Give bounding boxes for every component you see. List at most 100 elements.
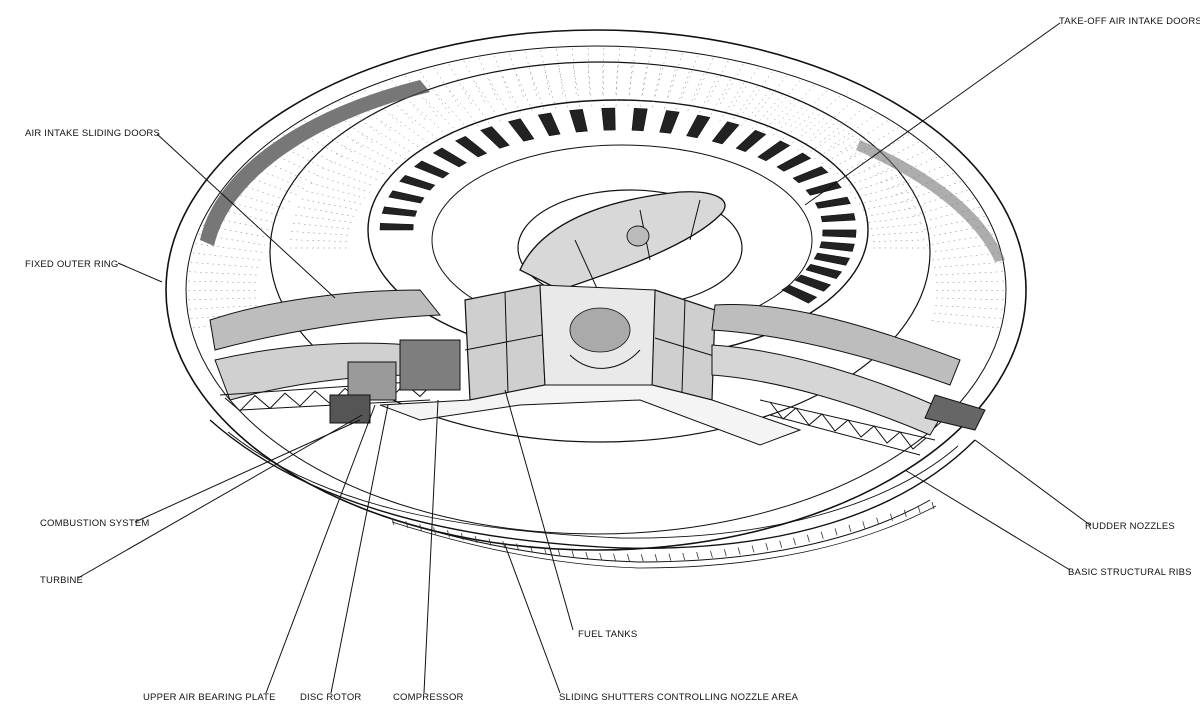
intake-door-slot (782, 285, 817, 303)
label-combustion-system: COMBUSTION SYSTEM (40, 518, 150, 529)
surface-hatch-line (806, 127, 849, 155)
surface-hatch-line (298, 207, 355, 216)
surface-hatch-line (932, 253, 999, 260)
intake-door-slot (570, 109, 588, 132)
surface-hatch-line (720, 83, 744, 121)
surface-hatch-line (780, 109, 818, 141)
surface-hatch-line (344, 146, 392, 169)
shutter-tick (724, 549, 726, 556)
surface-hatch-line (935, 272, 1003, 275)
surface-hatch-line (810, 102, 853, 138)
surface-hatch-line (640, 67, 647, 109)
surface-hatch-line (191, 262, 259, 267)
outer-rim-shade-right (856, 140, 1005, 262)
surface-hatch-line (936, 281, 1004, 283)
leader-disc-rotor (331, 405, 388, 693)
leader-outer-ring (118, 263, 162, 282)
surface-hatch-line (870, 223, 927, 229)
surface-hatch-line (463, 86, 490, 123)
shutter-tick (683, 553, 685, 560)
surface-hatch-line (329, 161, 380, 181)
surface-hatch-line (414, 104, 450, 137)
surface-hatch-line (771, 104, 807, 137)
surface-hatch-line (868, 215, 925, 223)
leader-fuel-tanks (505, 390, 573, 630)
label-air-intake-sliding-doors: AIR INTAKE SLIDING DOORS (25, 128, 160, 139)
intake-door-slot (821, 213, 855, 221)
intake-door-slot (820, 242, 855, 252)
surface-hatch-line (936, 298, 1004, 300)
label-disc-rotor: DISC ROTOR (300, 692, 361, 703)
shutter-tick (863, 521, 865, 528)
surface-hatch-line (668, 53, 682, 98)
intake-door-slot (433, 148, 466, 167)
surface-hatch-line (449, 64, 474, 107)
surface-hatch-line (353, 140, 400, 165)
intake-door-slot (382, 207, 417, 217)
intake-door-slot (793, 167, 828, 183)
intake-door-slot (389, 191, 424, 203)
shutter-tick (572, 551, 574, 558)
surface-hatch-line (438, 95, 469, 130)
intake-door-slot (712, 122, 739, 144)
label-take-off-air-intake-doors: TAKE-OFF AIR INTAKE DOORS (1059, 16, 1200, 27)
intake-door-slot (758, 141, 790, 161)
label-upper-air-bearing-plate: UPPER AIR BEARING PLATE (143, 692, 276, 703)
surface-hatch-line (541, 50, 550, 96)
intake-door-slot (687, 115, 710, 138)
surface-hatch-line (295, 215, 352, 223)
surface-hatch-line (525, 52, 537, 97)
surface-hatch-line (935, 306, 1003, 310)
turbine-block (330, 395, 370, 423)
label-rudder-nozzles: RUDDER NOZZLES (1085, 521, 1175, 532)
surface-hatch-line (196, 244, 263, 253)
surface-hatch-line (813, 133, 858, 160)
intake-door-slot (415, 161, 449, 178)
shutter-tick (877, 518, 879, 525)
surface-hatch-line (686, 74, 703, 114)
surface-hatch-line (188, 281, 256, 283)
surface-hatch-line (797, 121, 838, 150)
surface-hatch-line (293, 223, 350, 229)
shutter-tick (655, 554, 657, 561)
surface-hatch-line (616, 48, 620, 94)
leader-turbine (78, 415, 362, 578)
shutter-tick (738, 547, 740, 554)
surface-hatch-line (425, 99, 458, 133)
shutter-tick (766, 543, 768, 550)
surface-hatch-line (402, 109, 440, 141)
label-fuel-tanks: FUEL TANKS (578, 629, 637, 640)
surface-hatch-line (934, 262, 1002, 267)
compressor-block (400, 340, 460, 390)
surface-hatch-line (865, 207, 922, 216)
leader-ribs (905, 470, 1070, 570)
nozzle-shutter-ticks (392, 502, 934, 561)
intake-door-slot (814, 253, 849, 265)
surface-hatch-line (189, 306, 257, 310)
surface-hatch-line (788, 91, 826, 129)
intake-door-slot (806, 264, 842, 278)
surface-hatch-line (706, 61, 728, 105)
surface-hatch-line (850, 175, 903, 192)
surface-hatch-line (290, 240, 348, 242)
shutter-tick (849, 525, 851, 532)
surface-hatch-line (188, 298, 256, 300)
intake-door-slot (795, 275, 830, 291)
leader-rudder (975, 440, 1090, 525)
intake-door-slot (400, 175, 435, 190)
surface-hatch-line (302, 199, 358, 210)
surface-hatch-line (588, 48, 589, 94)
shutter-tick (614, 554, 616, 561)
shutter-tick (627, 554, 629, 561)
surface-hatch-line (871, 231, 929, 235)
intake-door-slot (481, 127, 509, 149)
surface-hatch-line (675, 72, 689, 113)
surface-hatch-line (381, 121, 422, 150)
surface-hatch-line (476, 83, 500, 121)
surface-hatch-line (663, 70, 675, 111)
shutter-tick (918, 506, 920, 513)
surface-hatch-line (743, 72, 772, 113)
pilot-helmet (627, 226, 649, 246)
shutter-tick (710, 551, 712, 558)
